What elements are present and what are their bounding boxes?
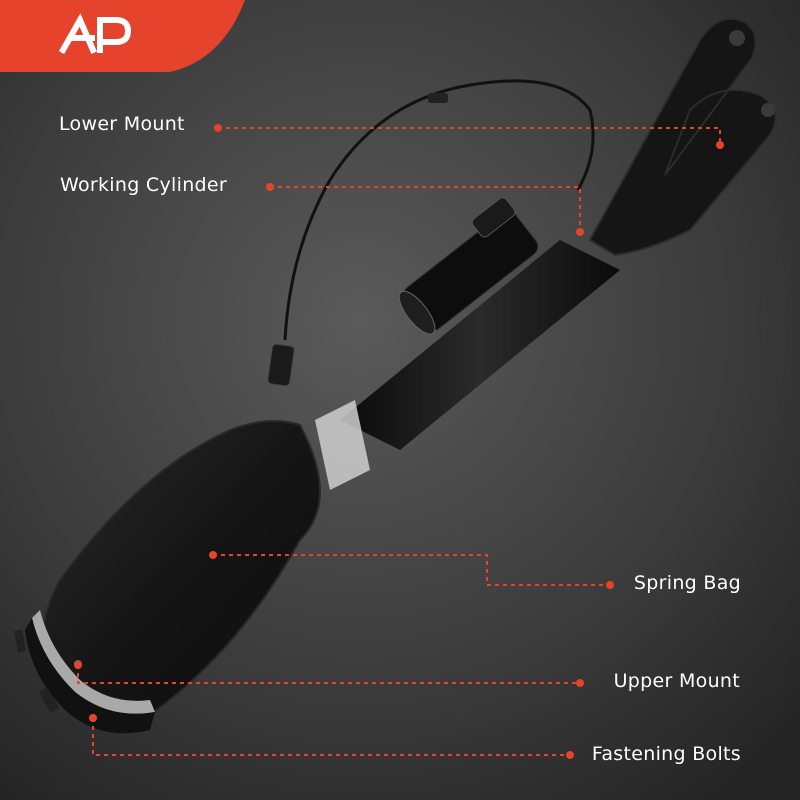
air-strut	[14, 17, 777, 734]
spring-bag-leader	[213, 554, 610, 586]
lower-mount-dot	[214, 124, 222, 132]
sensor-connector	[267, 343, 295, 387]
upper-mount-label: Upper Mount	[613, 670, 740, 692]
upper-mount-dot	[74, 661, 82, 669]
spring-bag-dot	[209, 551, 217, 559]
working-cylinder-dot	[266, 183, 274, 191]
fastening-bolts-label: Fastening Bolts	[591, 743, 741, 765]
lower-mount-leader	[218, 127, 721, 145]
fastening-bolts-leader	[92, 718, 570, 756]
wire-plug	[428, 93, 448, 103]
fastening-bolts-dot	[89, 714, 97, 722]
working-cylinder-label: Working Cylinder	[60, 174, 228, 196]
spring-bag-label: Spring Bag	[633, 572, 741, 594]
callout-lines	[77, 127, 721, 756]
working-cylinder-leader	[270, 186, 581, 230]
upper-mount-leader	[77, 665, 580, 684]
brand-logo	[0, 0, 245, 72]
callout-dots	[74, 124, 724, 759]
lower-mount-label: Lower Mount	[59, 113, 185, 135]
sensor-wire	[283, 79, 595, 341]
